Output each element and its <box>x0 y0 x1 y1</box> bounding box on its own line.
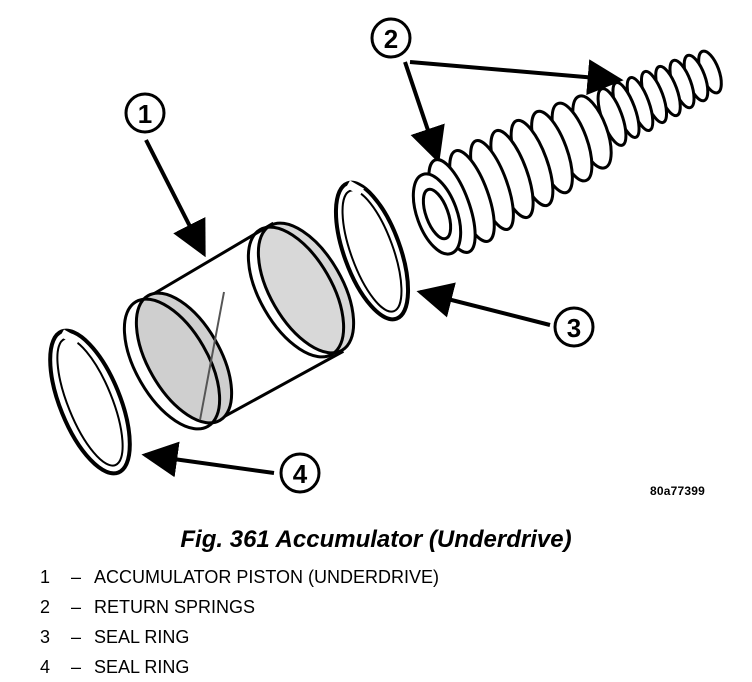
seal-ring-3 <box>333 180 411 322</box>
legend: 1–ACCUMULATOR PISTON (UNDERDRIVE) 2–RETU… <box>40 562 439 682</box>
exploded-view-illustration: 1 2 3 4 <box>48 17 723 494</box>
arrow-2a <box>403 61 445 164</box>
legend-item: 4–SEAL RING <box>40 652 439 682</box>
legend-text: SEAL RING <box>94 627 190 647</box>
callout-4: 4 <box>279 452 321 494</box>
legend-text: SEAL RING <box>94 657 190 677</box>
legend-dash: – <box>70 627 81 647</box>
svg-text:4: 4 <box>293 459 308 489</box>
arrow-3 <box>416 282 551 327</box>
callout-3: 3 <box>553 306 595 348</box>
callout-2: 2 <box>370 17 412 59</box>
svg-text:2: 2 <box>384 24 398 54</box>
legend-number: 3 <box>40 627 51 647</box>
legend-text: ACCUMULATOR PISTON (UNDERDRIVE) <box>94 567 440 587</box>
legend-number: 2 <box>40 597 51 617</box>
arrow-1 <box>144 139 206 258</box>
legend-number: 4 <box>40 657 51 677</box>
legend-dash: – <box>70 657 81 677</box>
legend-item: 3–SEAL RING <box>40 622 439 652</box>
accumulator-piston <box>122 221 356 431</box>
svg-text:1: 1 <box>138 99 152 129</box>
legend-number: 1 <box>40 567 51 587</box>
legend-dash: – <box>70 597 81 617</box>
leader-arrows <box>141 59 624 478</box>
legend-dash: – <box>70 567 81 587</box>
legend-item: 1–ACCUMULATOR PISTON (UNDERDRIVE) <box>40 562 439 592</box>
figure-caption: Fig. 361 Accumulator (Underdrive) <box>180 526 572 553</box>
legend-text: RETURN SPRINGS <box>94 597 256 617</box>
callout-1: 1 <box>124 92 166 134</box>
legend-item: 2–RETURN SPRINGS <box>40 592 439 622</box>
arrow-4 <box>141 441 275 478</box>
seal-ring-4 <box>48 328 132 476</box>
return-springs <box>411 49 723 256</box>
figure-id-label: 80a77399 <box>650 484 705 498</box>
arrow-2b <box>409 59 624 96</box>
svg-text:3: 3 <box>567 313 581 343</box>
